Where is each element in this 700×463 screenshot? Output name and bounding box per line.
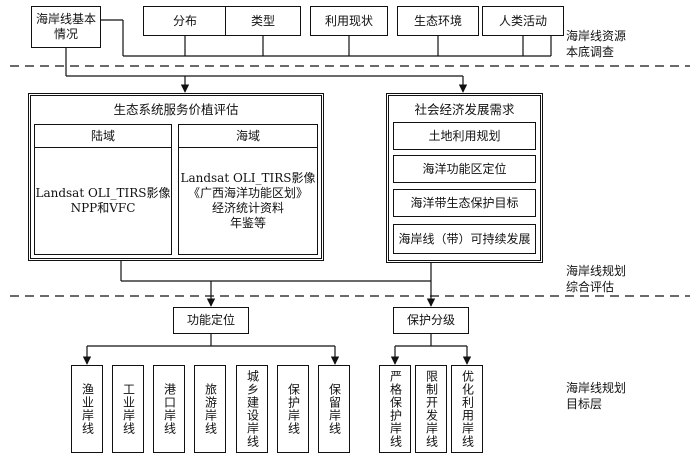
- protection-grading-box: 保护分级: [393, 307, 469, 334]
- land-area-title: 陆域: [34, 124, 172, 148]
- function-line-tourism: 旅游岸线: [194, 365, 226, 453]
- social-item-sustainable: 海岸线（带）可持续发展: [393, 224, 536, 254]
- function-line-reserve: 保留岸线: [318, 365, 350, 453]
- protect-line-optimized: 优化利用岸线: [451, 365, 483, 453]
- survey-item-ecology: 生态环境: [397, 6, 479, 36]
- eco-evaluation-title: 生态系统服务价植评估: [113, 102, 239, 117]
- function-line-urban-rural: 城乡建设岸线: [236, 365, 268, 453]
- survey-item-human-activity: 人类活动: [482, 6, 564, 36]
- social-item-eco-protection: 海洋带生态保护目标: [393, 189, 536, 217]
- land-area-content: Landsat OLI_TIRS影像 NPP和VFC: [35, 186, 171, 215]
- layer-label-survey: 海岸线资源 本底调查: [566, 29, 627, 59]
- social-item-ocean-zone: 海洋功能区定位: [393, 155, 536, 183]
- basic-situation-box: 海岸线基本 情况: [31, 6, 101, 48]
- sea-area-content: Landsat OLI_TIRS影像 《广西海洋功能区划》 经济统计资料 年鉴等: [180, 171, 316, 230]
- social-demand-title: 社会经济发展需求: [414, 102, 515, 117]
- social-item-land-plan: 土地利用规划: [393, 122, 536, 150]
- survey-item-distribution: 分布: [143, 6, 227, 36]
- function-line-port: 港口岸线: [153, 365, 185, 453]
- sea-area-title: 海域: [178, 124, 318, 148]
- protect-line-strict: 严格保护岸线: [379, 365, 411, 453]
- protect-line-limited: 限制开发岸线: [415, 365, 447, 453]
- survey-item-use-status: 利用现状: [310, 6, 388, 36]
- survey-item-type: 类型: [225, 6, 301, 36]
- layer-label-target: 海岸线规划 目标层: [566, 381, 627, 411]
- function-line-protection: 保护岸线: [277, 365, 309, 453]
- layer-label-evaluation: 海岸线规划 综合评估: [566, 264, 627, 294]
- function-line-fishery: 渔业岸线: [71, 365, 103, 453]
- function-line-industry: 工业岸线: [112, 365, 144, 453]
- function-positioning-box: 功能定位: [173, 307, 249, 334]
